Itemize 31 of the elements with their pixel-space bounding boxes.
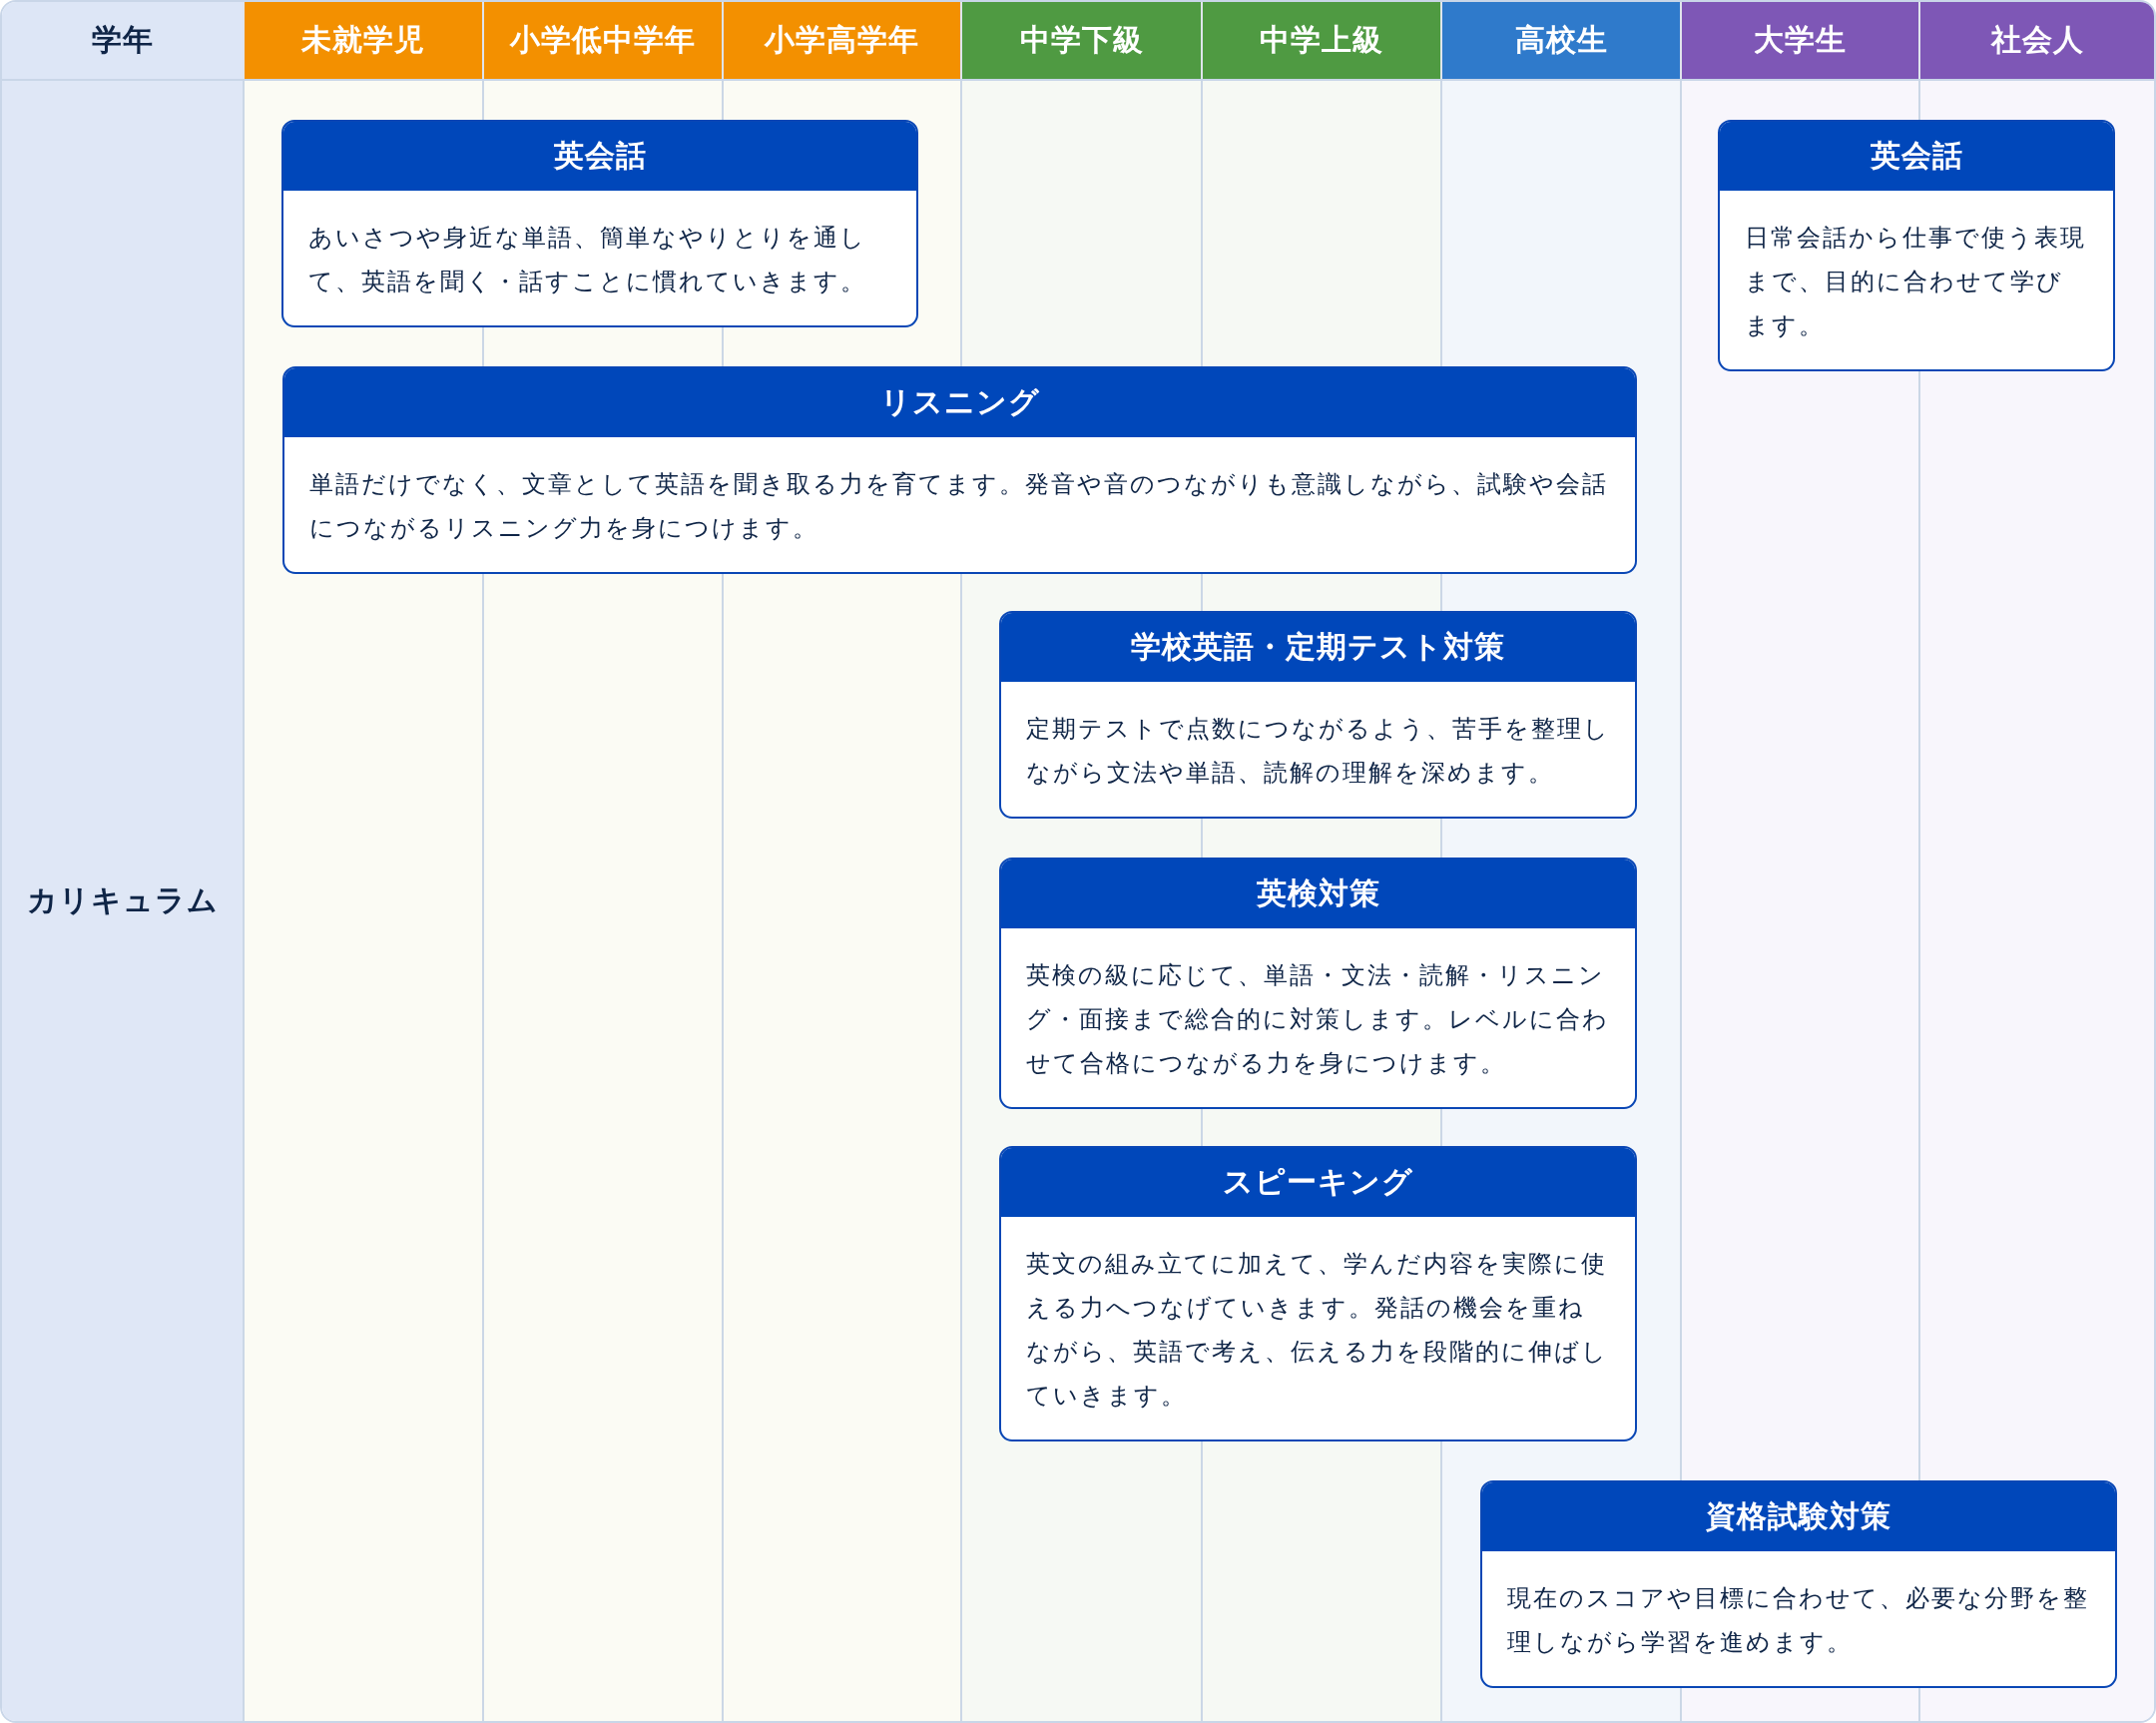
- column-header: 中学下級: [960, 2, 1201, 79]
- card-title: リスニング: [284, 368, 1635, 437]
- column-header: 学年: [2, 2, 243, 79]
- card-title: 英検対策: [1001, 860, 1635, 928]
- course-card: [281, 120, 918, 327]
- card-title: 資格試験対策: [1482, 1482, 2115, 1551]
- column-header: 高校生: [1440, 2, 1680, 79]
- card-title: 英会話: [1720, 122, 2113, 191]
- card-title: スピーキング: [1001, 1148, 1635, 1217]
- card-description: 日常会話から仕事で使う表現まで、目的に合わせて学びます。: [1744, 223, 2087, 341]
- card-title: 学校英語・定期テスト対策: [1001, 613, 1635, 682]
- card-description: 定期テストで点数につながるよう、苦手を整理しながら文法や単語、読解の理解を深めます。: [1025, 714, 1611, 789]
- column-header: 小学低中学年: [482, 2, 722, 79]
- card-title: 英会話: [283, 122, 916, 191]
- course-card: [999, 611, 1637, 819]
- course-card: [999, 858, 1637, 1109]
- column-header: 社会人: [1918, 2, 2154, 79]
- course-card: [1718, 120, 2115, 371]
- column-header: 大学生: [1680, 2, 1918, 79]
- column-header: 小学高学年: [722, 2, 960, 79]
- column-header: 未就学児: [243, 2, 482, 79]
- row-header: カリキュラム: [2, 79, 243, 1721]
- card-description: 単語だけでなく、文章として英語を聞き取る力を育てます。発音や音のつながりも意識しながら、試験や会話につながるリスニング力を身につけます。: [308, 469, 1609, 544]
- course-card: [999, 1146, 1637, 1441]
- column-header: 中学上級: [1201, 2, 1440, 79]
- course-card: [282, 366, 1637, 574]
- card-description: 現在のスコアや目標に合わせて、必要な分野を整理しながら学習を進めます。: [1506, 1583, 2090, 1658]
- card-description: 英検の級に応じて、単語・文法・読解・リスニング・面接まで総合的に対策します。レベルに合わせて合格につながる力を身につけます。: [1025, 960, 1610, 1079]
- card-description: あいさつや身近な単語、簡単なやりとりを通して、英語を聞く・話すことに慣れていきます。: [307, 223, 867, 297]
- course-card: [1480, 1480, 2117, 1688]
- card-description: 英文の組み立てに加えて、学んだ内容を実際に使える力へつなげていきます。発話の機会を重ねながら、英語で考え、伝える力を段階的に伸ばしていきます。: [1025, 1249, 1609, 1412]
